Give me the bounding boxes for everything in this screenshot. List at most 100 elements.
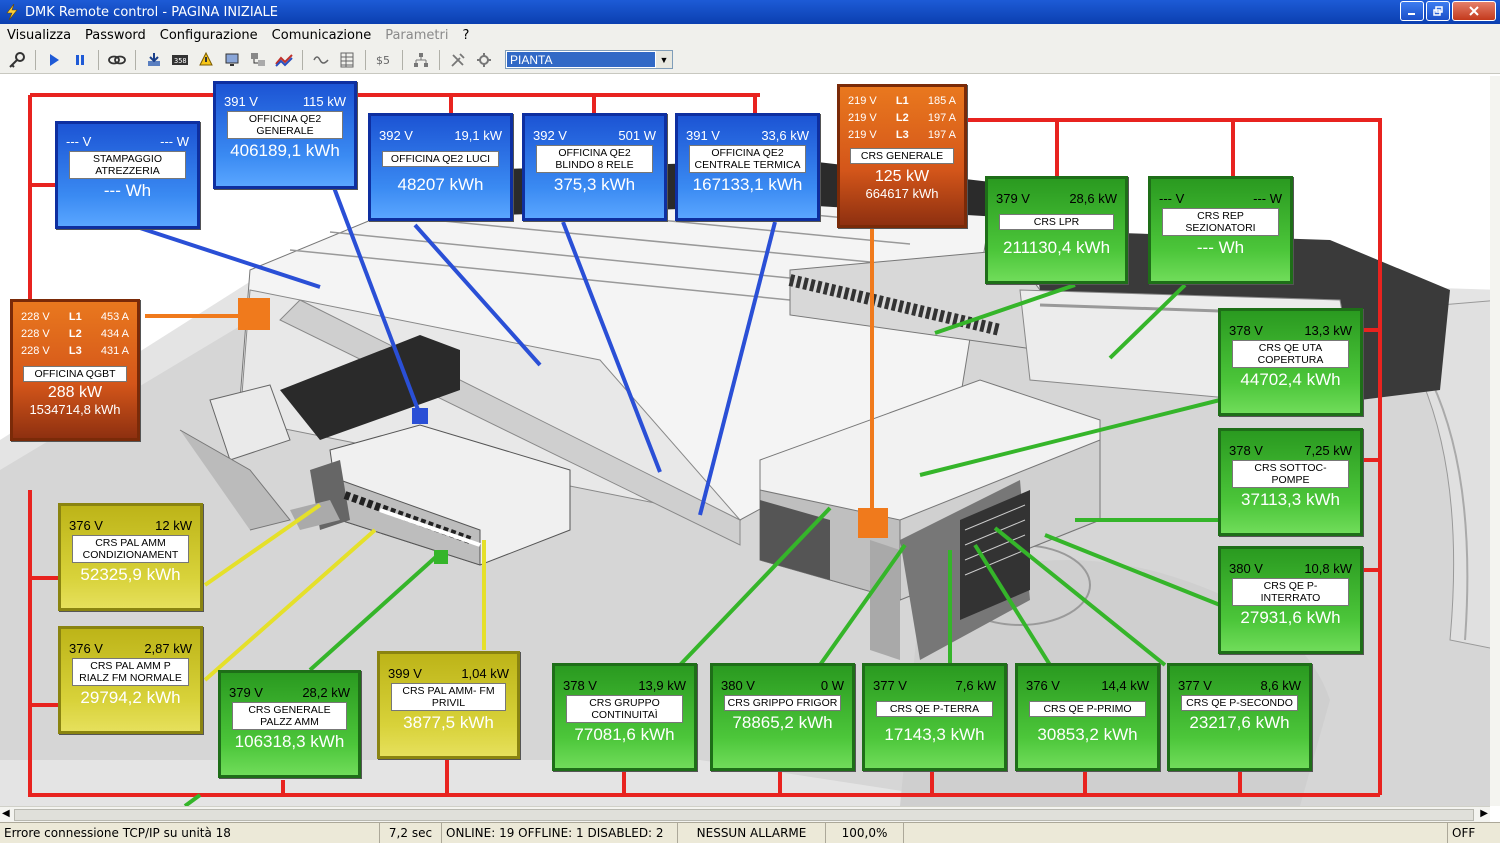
scrollbar-thumb[interactable]	[14, 809, 1474, 821]
power-value: 8,6 kW	[1260, 678, 1301, 693]
table-button[interactable]	[336, 49, 358, 71]
panel-label: OFFICINA QE2 BLINDO 8 RELE	[536, 145, 653, 173]
energy-value: 77081,6 kWh	[574, 725, 675, 744]
pause-button[interactable]	[69, 49, 91, 71]
panel-label: CRS REP SEZIONATORI	[1162, 208, 1279, 236]
download-icon	[148, 52, 160, 66]
title-bar: DMK Remote control - PAGINA INIZIALE	[0, 0, 1500, 24]
hierarchy-button[interactable]	[410, 49, 432, 71]
menu-comunicazione[interactable]: Comunicazione	[271, 27, 372, 43]
voltage-value: 380 V	[1229, 561, 1263, 576]
energy-value: 23217,6 kWh	[1189, 713, 1290, 732]
key-button[interactable]	[6, 49, 28, 71]
settings-button[interactable]	[473, 49, 495, 71]
svg-text:358: 358	[174, 57, 187, 65]
voltage-value: --- V	[66, 134, 92, 149]
bus-lines	[12, 93, 1382, 797]
energy-value: 30853,2 kWh	[1037, 725, 1138, 744]
power-value: 12 kW	[155, 518, 192, 533]
panel-label: CRS GRIPPO FRIGOR	[724, 695, 841, 711]
panel-label: CRS GENERALE PALZZ AMM	[231, 702, 348, 730]
vertical-scrollbar[interactable]	[1490, 76, 1500, 806]
energy-value: 1534714,8 kWh	[29, 402, 121, 417]
tools-button[interactable]	[447, 49, 469, 71]
power-value: --- W	[1253, 191, 1282, 206]
voltage-value: 380 V	[721, 678, 755, 693]
maximize-button[interactable]	[1426, 1, 1450, 21]
voltage-value: --- V	[1159, 191, 1185, 206]
graph-button[interactable]	[273, 49, 295, 71]
link-icon	[108, 55, 126, 64]
status-spacer	[904, 823, 1448, 843]
phase-name: L3	[895, 129, 909, 141]
network-icon	[251, 52, 265, 66]
panel-label: STAMPAGGIO ATREZZERIA	[69, 151, 186, 179]
scroll-left-icon[interactable]: ◀	[2, 808, 10, 819]
energy-value: 17143,3 kWh	[884, 725, 985, 744]
page-select[interactable]: PIANTA ▼	[505, 50, 673, 69]
table-icon	[340, 52, 354, 67]
network-button[interactable]	[247, 49, 269, 71]
horizontal-scrollbar[interactable]: ◀ ▶	[0, 806, 1490, 822]
minimize-button[interactable]	[1400, 1, 1424, 21]
menu-help[interactable]: ?	[462, 27, 470, 43]
chevron-down-icon[interactable]: ▼	[656, 51, 672, 68]
close-button[interactable]	[1452, 1, 1496, 21]
alarm-button[interactable]	[195, 49, 217, 71]
io-button[interactable]: $5	[373, 49, 395, 71]
panel-label: CRS QE UTA COPERTURA	[1232, 340, 1349, 368]
panel-label: CRS LPR	[998, 214, 1115, 230]
energy-value: 78865,2 kWh	[732, 713, 833, 732]
app-logo-icon	[4, 4, 20, 20]
download-button[interactable]	[143, 49, 165, 71]
menu-configurazione[interactable]: Configurazione	[159, 27, 258, 43]
scroll-right-icon[interactable]: ▶	[1480, 808, 1488, 819]
menu-parametri[interactable]: Parametri	[385, 27, 449, 43]
phase-current: 197 A	[927, 129, 956, 141]
alarm-bell-icon	[199, 51, 213, 65]
panel-label: OFFICINA QE2 GENERALE	[227, 111, 343, 139]
menu-password[interactable]: Password	[85, 27, 146, 43]
panel-stampaggio[interactable]: --- V--- W STAMPAGGIO ATREZZERIA --- Wh	[55, 121, 200, 229]
monitor-button[interactable]	[221, 49, 243, 71]
play-button[interactable]	[43, 49, 65, 71]
phase-current: 197 A	[927, 112, 956, 124]
minimize-icon	[1408, 13, 1415, 15]
menu-visualizza[interactable]: Visualizza	[7, 27, 72, 43]
status-bar: Errore connessione TCP/IP su unità 18 7,…	[0, 822, 1500, 843]
restore-icon	[1433, 6, 1443, 16]
voltage-value: 378 V	[563, 678, 597, 693]
status-percent: 100,0%	[826, 823, 904, 843]
energy-value: 106318,3 kWh	[234, 732, 345, 751]
voltage-value: 391 V	[686, 128, 720, 143]
power-value: 2,87 kW	[144, 641, 192, 656]
voltage-value: 376 V	[1026, 678, 1060, 693]
phase-voltage: 228 V	[21, 328, 50, 340]
power-value: 33,6 kW	[761, 128, 809, 143]
counter-button[interactable]: 358	[169, 49, 191, 71]
connect-button[interactable]	[106, 49, 128, 71]
panel-crs-rep[interactable]: --- V--- W CRS REP SEZIONATORI --- Wh	[1148, 176, 1293, 284]
phase-current: 431 A	[100, 345, 129, 357]
power-value: 10,8 kW	[1304, 561, 1352, 576]
waveform-button[interactable]	[310, 49, 332, 71]
